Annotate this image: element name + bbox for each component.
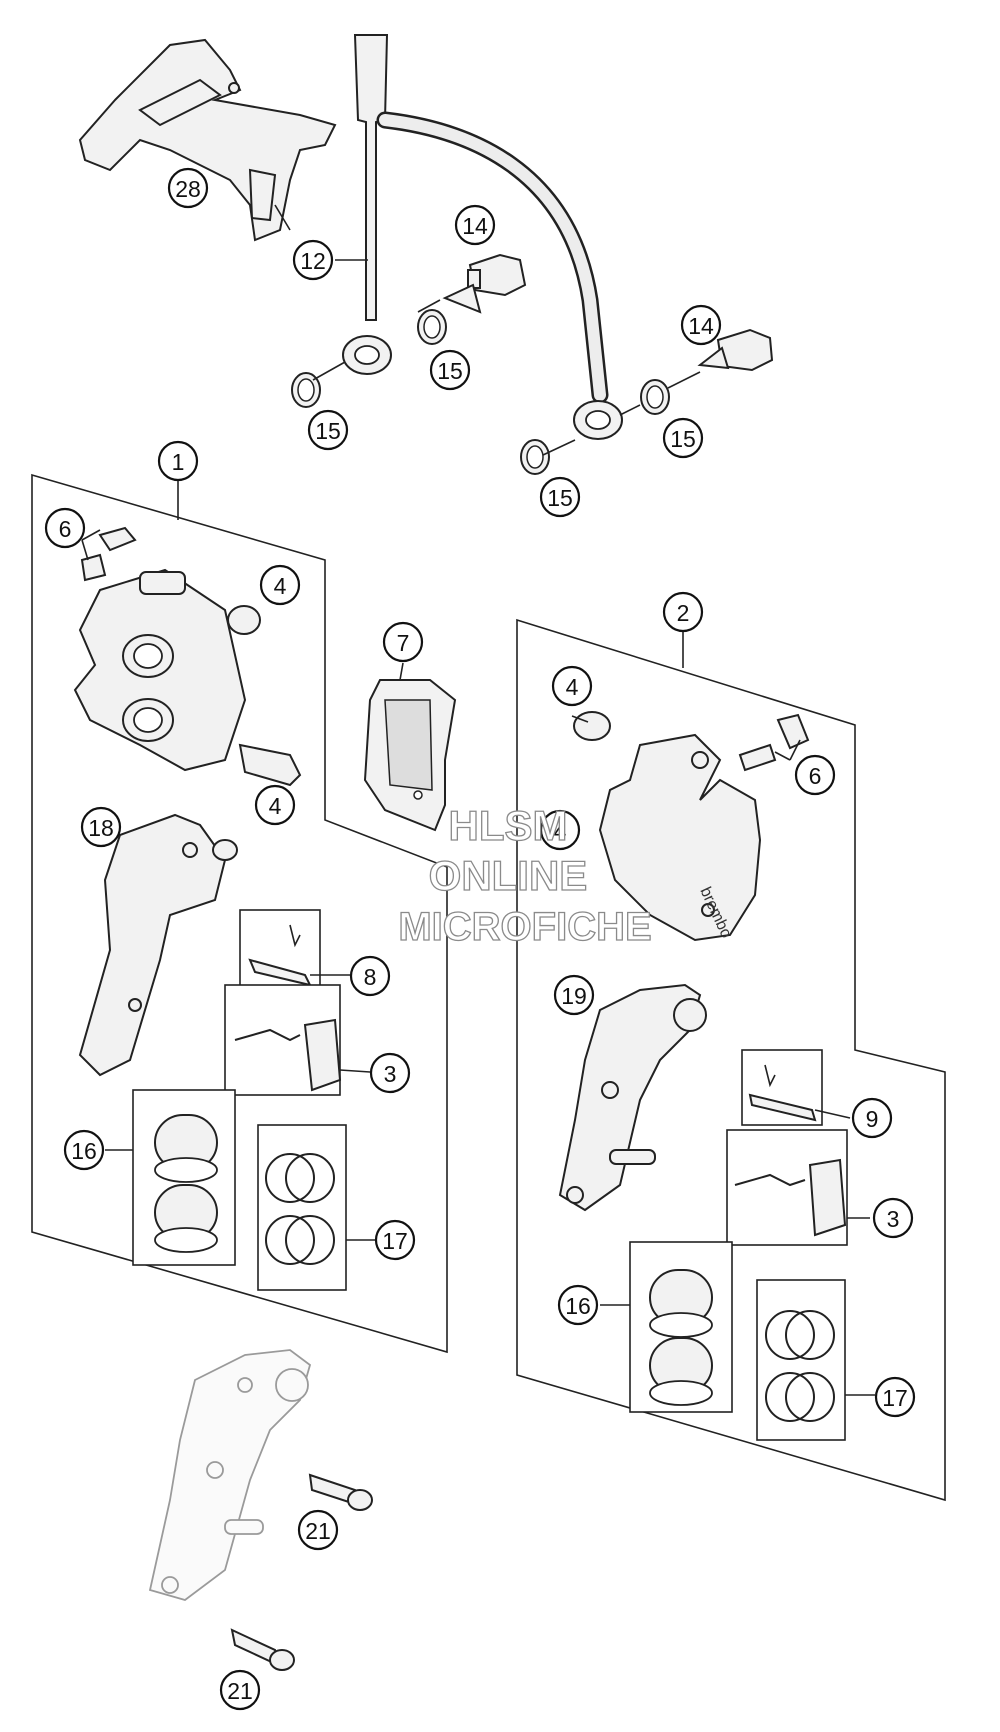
callout-19[interactable]: 19 <box>553 974 595 1016</box>
pad-pin-plug-right <box>573 711 611 741</box>
svg-text:17: 17 <box>382 1228 408 1254</box>
svg-text:14: 14 <box>688 313 714 339</box>
callout-6-right[interactable]: 6 <box>794 754 836 796</box>
callout-17-left[interactable]: 17 <box>374 1219 416 1261</box>
callout-21-upper[interactable]: 21 <box>297 1509 339 1551</box>
callout-17-right[interactable]: 17 <box>874 1376 916 1418</box>
caliper-right: brembo <box>598 733 762 942</box>
callout-7[interactable]: 7 <box>382 621 424 663</box>
mounting-bolt-upper <box>308 1473 373 1511</box>
callout-16-left[interactable]: 16 <box>63 1129 105 1171</box>
caliper-support-reference <box>148 1349 312 1601</box>
pistons-right <box>649 1269 713 1406</box>
svg-text:1: 1 <box>172 449 185 475</box>
brake-line-bracket <box>78 38 337 242</box>
svg-text:19: 19 <box>561 983 587 1009</box>
mounting-bolt-lower <box>230 1628 295 1671</box>
svg-text:9: 9 <box>866 1106 879 1132</box>
callout-12[interactable]: 12 <box>292 239 334 281</box>
callout-15-a[interactable]: 15 <box>429 349 471 391</box>
bleeder-valve-left <box>80 526 137 582</box>
callout-28[interactable]: 28 <box>167 167 209 209</box>
callout-16-right[interactable]: 16 <box>557 1284 599 1326</box>
svg-text:14: 14 <box>462 213 488 239</box>
svg-text:21: 21 <box>227 1678 253 1704</box>
caliper-left <box>73 568 247 772</box>
callout-14-upper[interactable]: 14 <box>454 204 496 246</box>
callout-2[interactable]: 2 <box>662 591 704 633</box>
callout-15-b[interactable]: 15 <box>307 409 349 451</box>
svg-text:16: 16 <box>565 1293 591 1319</box>
callout-15-d[interactable]: 15 <box>539 476 581 518</box>
pistons-left <box>154 1114 218 1253</box>
caliper-support-right <box>558 983 707 1212</box>
svg-text:16: 16 <box>71 1138 97 1164</box>
callout-4-right-lower[interactable]: 4 <box>539 809 581 851</box>
pad-pin-plug-left <box>227 605 302 787</box>
svg-text:4: 4 <box>274 573 287 599</box>
kit-panel-right <box>516 618 946 1502</box>
svg-text:28: 28 <box>175 176 201 202</box>
callout-4-right-upper[interactable]: 4 <box>551 665 593 707</box>
seal-box-right <box>756 1279 846 1441</box>
callout-14-lower[interactable]: 14 <box>680 304 722 346</box>
callout-4-left-lower[interactable]: 4 <box>254 784 296 826</box>
brake-hose-straight <box>342 34 392 375</box>
svg-text:12: 12 <box>300 248 326 274</box>
callout-8[interactable]: 8 <box>349 955 391 997</box>
callout-3-right[interactable]: 3 <box>872 1197 914 1239</box>
svg-text:3: 3 <box>887 1206 900 1232</box>
pad-pin-right <box>748 1064 817 1122</box>
callout-1[interactable]: 1 <box>157 440 199 482</box>
svg-text:7: 7 <box>397 630 410 656</box>
callout-18[interactable]: 18 <box>80 806 122 848</box>
leader-lines <box>81 204 801 761</box>
caliper-support-left <box>78 813 238 1077</box>
svg-text:HLSM: HLSM <box>449 802 568 849</box>
svg-text:2: 2 <box>677 600 690 626</box>
callout-9[interactable]: 9 <box>851 1097 893 1139</box>
banjo-bolt-upper <box>442 253 527 314</box>
svg-text:ONLINE: ONLINE <box>429 852 588 899</box>
svg-text:15: 15 <box>547 485 573 511</box>
brake-hose-curved <box>376 111 623 440</box>
svg-text:15: 15 <box>437 358 463 384</box>
callout-6-left[interactable]: 6 <box>44 507 86 549</box>
callout-15-c[interactable]: 15 <box>662 417 704 459</box>
svg-text:4: 4 <box>269 793 282 819</box>
piston-seals-right <box>765 1310 835 1422</box>
kit-panel-left <box>31 473 448 1354</box>
brake-pad <box>363 679 457 832</box>
svg-text:6: 6 <box>59 516 72 542</box>
seal-box-left <box>257 1124 347 1291</box>
svg-text:4: 4 <box>566 674 579 700</box>
pad-spring-right <box>734 1158 847 1237</box>
svg-text:6: 6 <box>809 763 822 789</box>
svg-text:21: 21 <box>305 1518 331 1544</box>
svg-text:15: 15 <box>670 426 696 452</box>
banjo-bolt-lower <box>697 328 774 372</box>
watermark: HLSM ONLINE MICROFICHE <box>398 801 653 949</box>
piston-seals-left <box>265 1153 335 1265</box>
callout-3-left[interactable]: 3 <box>369 1052 411 1094</box>
svg-text:18: 18 <box>88 815 114 841</box>
callout-21-lower[interactable]: 21 <box>219 1669 261 1711</box>
callout-4-left-upper[interactable]: 4 <box>259 564 301 606</box>
svg-text:MICROFICHE: MICROFICHE <box>398 905 651 949</box>
bleeder-valve-right <box>738 713 810 772</box>
sealing-washers <box>291 309 670 475</box>
svg-text:3: 3 <box>384 1061 397 1087</box>
svg-text:8: 8 <box>364 964 377 990</box>
svg-text:17: 17 <box>882 1385 908 1411</box>
pad-spring-left <box>234 1018 342 1092</box>
svg-text:15: 15 <box>315 418 341 444</box>
svg-text:4: 4 <box>554 818 567 844</box>
